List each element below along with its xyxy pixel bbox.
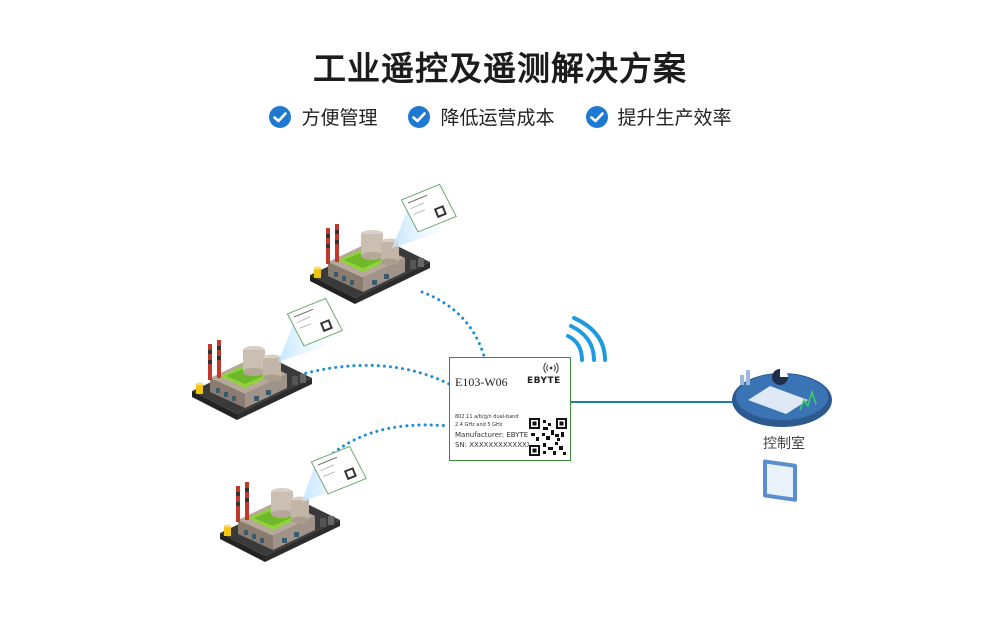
feature-label: 降低运营成本 xyxy=(440,107,555,129)
control-room-label: 控制室 xyxy=(763,436,805,452)
feature-item: 方便管理 xyxy=(268,103,377,130)
module-spec-line: 2.4 GHz and 5 GHz xyxy=(455,422,503,428)
feature-label: 方便管理 xyxy=(301,107,378,129)
feature-item: 提升生产效率 xyxy=(585,103,732,130)
wifi-logo-icon xyxy=(543,362,559,374)
page-title: 工业遥控及遥测解决方案 xyxy=(313,49,687,88)
module-spec-line: Manufacturer: EBYTE xyxy=(455,431,529,439)
wifi-module: E103-W06 EBYTE 802.11 a/b/g/n dual-band … xyxy=(449,357,571,461)
feature-list: 方便管理 降低运营成本 提升生产效率 xyxy=(0,103,1000,130)
control-room-icon xyxy=(732,369,832,502)
link-factory-1 xyxy=(420,290,486,358)
feature-item: 降低运营成本 xyxy=(407,103,555,130)
check-icon xyxy=(585,105,608,128)
check-icon xyxy=(408,105,431,128)
link-factory-2 xyxy=(286,363,451,386)
module-spec-line: SN: XXXXXXXXXXXXX xyxy=(455,441,532,449)
module-brand: EBYTE xyxy=(527,376,561,386)
broadcast-icon xyxy=(566,316,607,362)
module-spec-line: 802.11 a/b/g/n dual-band xyxy=(455,414,519,420)
feature-label: 提升生产效率 xyxy=(617,107,732,129)
module-model: E103-W06 xyxy=(455,375,508,389)
link-factory-3 xyxy=(314,423,451,472)
qr-code-icon xyxy=(529,418,567,456)
check-icon xyxy=(269,105,292,128)
